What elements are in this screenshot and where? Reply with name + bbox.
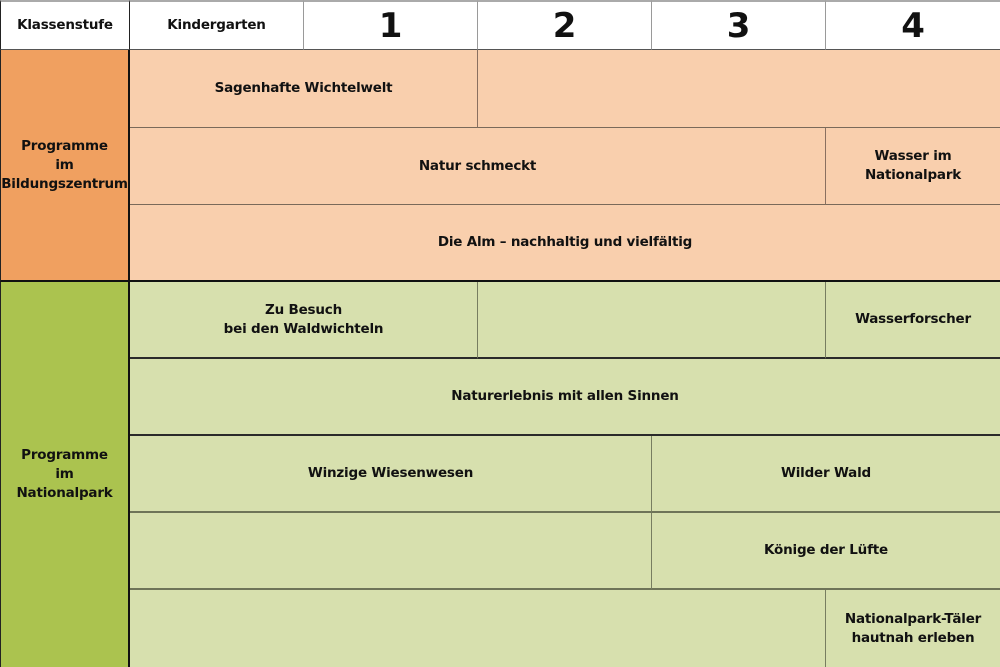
- header-col-grade-2: 2: [478, 0, 652, 50]
- program-nationalpark-taeler: Nationalpark-Täler hautnah erleben: [826, 590, 1000, 667]
- header-col-grade-4: 4: [826, 0, 1000, 50]
- program-wilder-wald: Wilder Wald: [652, 436, 1000, 513]
- category-nationalpark: Programme im Nationalpark: [0, 282, 130, 667]
- program-koenige-der-luefte: Könige der Lüfte: [652, 513, 1000, 590]
- program-zu-besuch-bei-den-waldwichteln: Zu Besuch bei den Waldwichteln: [130, 282, 478, 359]
- header-col-grade-3: 3: [652, 0, 826, 50]
- program-wasser-im-nationalpark: Wasser im Nationalpark: [826, 128, 1000, 205]
- program-wasserforscher: Wasserforscher: [826, 282, 1000, 359]
- program-sagenhafte-wichtelwelt: Sagenhafte Wichtelwelt: [130, 50, 478, 128]
- program-die-alm: Die Alm – nachhaltig und vielfältig: [130, 205, 1000, 282]
- category-bildungszentrum: Programme im Bildungszentrum: [0, 50, 130, 282]
- program-winzige-wiesenwesen: Winzige Wiesenwesen: [130, 436, 652, 513]
- program-empty-cell: [478, 50, 1000, 128]
- header-col-grade-1: 1: [304, 0, 478, 50]
- program-empty-cell: [130, 590, 826, 667]
- program-empty-cell: [130, 513, 652, 590]
- program-naturerlebnis-mit-allen-sinnen: Naturerlebnis mit allen Sinnen: [130, 359, 1000, 436]
- header-row-label: Klassenstufe: [0, 0, 130, 50]
- header-col-kindergarten: Kindergarten: [130, 0, 304, 50]
- program-natur-schmeckt: Natur schmeckt: [130, 128, 826, 205]
- program-empty-cell: [478, 282, 826, 359]
